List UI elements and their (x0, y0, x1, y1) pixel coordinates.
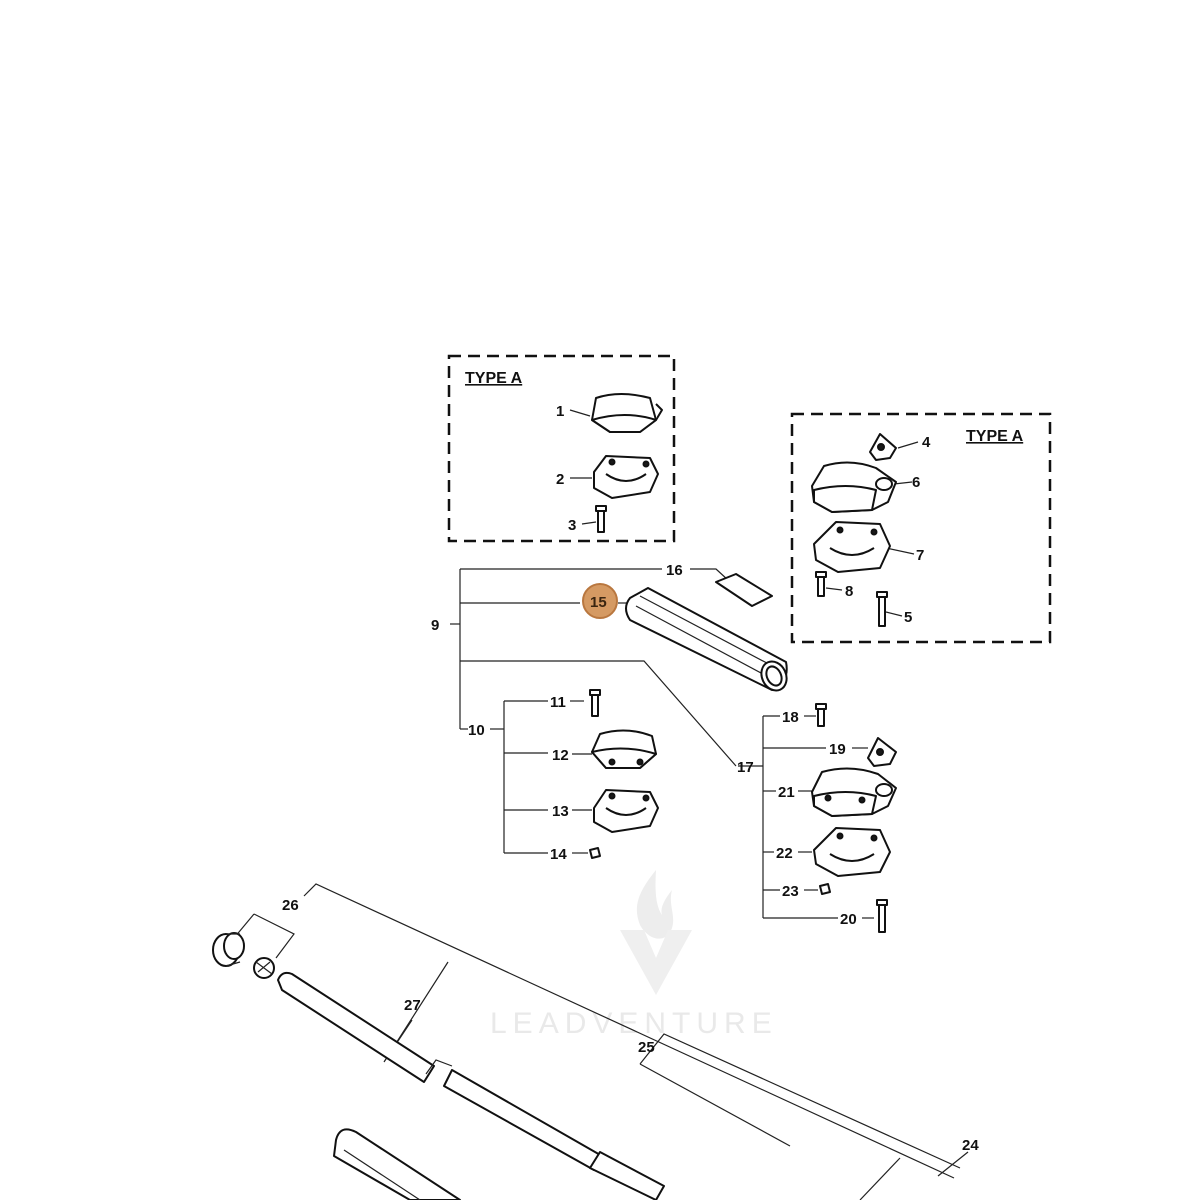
type-a-group-left: TYPE A 1 2 3 (447, 354, 676, 543)
clamp-cover-part-21[interactable] (811, 767, 897, 817)
screw-part-3[interactable] (595, 505, 607, 533)
highlight-marker-15 (582, 583, 618, 619)
clamp-base-part-13[interactable] (593, 789, 659, 833)
callout-21[interactable]: 21 (778, 784, 795, 801)
callout-14[interactable]: 14 (550, 846, 567, 863)
callout-13[interactable]: 13 (552, 803, 569, 820)
clamp-base-part-22[interactable] (813, 827, 891, 877)
type-a-group-right: TYPE A 4 6 7 8 (790, 412, 1052, 644)
callout-7[interactable]: 7 (916, 547, 924, 564)
callout-20[interactable]: 20 (840, 911, 857, 928)
callout-18[interactable]: 18 (782, 709, 799, 726)
type-a-box-left (447, 354, 676, 543)
screw-part-11[interactable] (589, 689, 601, 717)
callout-24[interactable]: 24 (962, 1137, 979, 1154)
callout-8[interactable]: 8 (845, 583, 853, 600)
callout-19[interactable]: 19 (829, 741, 846, 758)
callout-2[interactable]: 2 (556, 471, 564, 488)
nut-part-19[interactable] (867, 737, 897, 767)
callout-27[interactable]: 27 (404, 997, 421, 1014)
clamp-base-part-2[interactable] (593, 455, 659, 499)
callout-11[interactable]: 11 (550, 694, 566, 711)
callout-5[interactable]: 5 (904, 609, 912, 626)
coupling-part-26[interactable] (212, 932, 275, 979)
drive-shaft-part-27[interactable] (277, 971, 665, 1200)
group-9-bracket (450, 568, 737, 767)
callout-3[interactable]: 3 (568, 517, 576, 534)
callout-22[interactable]: 22 (776, 845, 793, 862)
group-10-bracket (490, 700, 592, 854)
callout-26[interactable]: 26 (282, 897, 299, 914)
callout-10[interactable]: 10 (468, 722, 485, 739)
callout-12[interactable]: 12 (552, 747, 569, 764)
group-17-bracket (738, 715, 874, 919)
nut-part-4[interactable] (869, 433, 897, 461)
clamp-cover-part-12[interactable] (591, 729, 657, 769)
callout-16[interactable]: 16 (666, 562, 683, 579)
lower-assembly-leaders (233, 883, 969, 1200)
main-tube-part-24[interactable] (333, 1128, 461, 1200)
callout-6[interactable]: 6 (912, 474, 920, 491)
watermark-flame-icon (636, 870, 674, 939)
screw-part-5[interactable] (876, 591, 888, 627)
type-a-title-right: TYPE A (966, 428, 1024, 445)
handle-tube-part-15[interactable] (625, 587, 791, 695)
callout-9[interactable]: 9 (431, 617, 439, 634)
watermark-text: LEADVENTURE (490, 1007, 778, 1040)
callout-15[interactable]: 15 (590, 594, 607, 611)
clamp-cover-part-1[interactable] (591, 393, 663, 433)
callout-4[interactable]: 4 (922, 434, 931, 451)
watermark: LEADVENTURE (490, 870, 778, 1040)
clamp-base-part-7[interactable] (813, 521, 891, 573)
screw-part-18[interactable] (815, 703, 827, 727)
nut-part-23[interactable] (819, 883, 831, 895)
watermark-v-icon (620, 930, 692, 995)
clamp-cover-part-6[interactable] (811, 461, 897, 513)
callout-23[interactable]: 23 (782, 883, 799, 900)
type-a-title-left: TYPE A (465, 370, 523, 387)
callout-1[interactable]: 1 (556, 403, 564, 420)
nut-part-14[interactable] (589, 847, 601, 859)
screw-part-8[interactable] (815, 571, 827, 597)
screw-part-20[interactable] (876, 899, 888, 933)
decal-part-16[interactable] (715, 573, 773, 607)
callout-25[interactable]: 25 (638, 1039, 655, 1056)
callout-17[interactable]: 17 (737, 759, 754, 776)
type-a-box-right (790, 412, 1052, 644)
